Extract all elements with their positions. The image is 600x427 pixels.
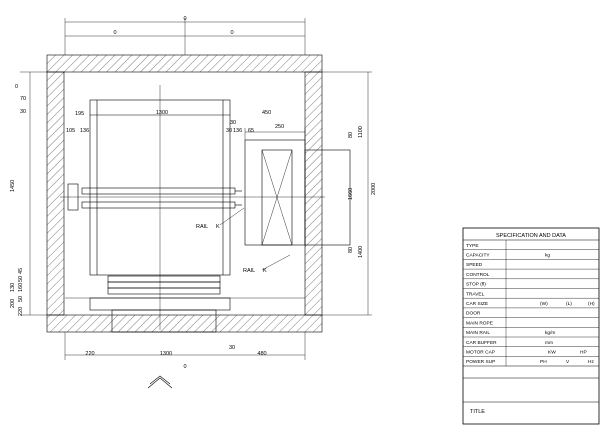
dim-30a: 30 [230,120,236,126]
spec-row-label: TRAVEL [466,291,485,297]
dim-bottom-total: 0 [183,364,186,370]
dim-bottom-1300: 1300 [160,351,172,357]
car-rail-beams [67,183,242,211]
dim-left-top3: 30 [20,109,26,115]
dim-250: 250 [275,124,284,130]
spec-row-label: CAR BUFFER [466,340,497,346]
spec-row-label: CAR SIZE [466,301,488,307]
dim-car-width: 1300 [156,110,168,116]
dim-top-right: 0 [230,30,233,36]
spec-row-unit: kg/m [545,330,555,336]
dim-bottom-30: 30 [229,345,235,351]
spec-row-label: MAIN ROPE [466,320,493,326]
door-sill [65,275,305,333]
spec-row-unit: (H) [588,301,595,307]
rail-label-upper-k: K [216,224,220,230]
spec-row-label: MAIN RAIL [466,330,490,336]
dim-bottom-480: 480 [257,351,266,357]
rail-label-upper: RAIL [196,224,208,230]
dim-30b: 30 [226,128,232,134]
dim-2000: 2000 [371,183,377,195]
dim-left-top2: 70 [20,96,26,102]
car-enclosure [60,85,325,330]
dim-top-left: 0 [113,30,116,36]
dim-bottom-220: 220 [85,351,94,357]
extension-lines [20,18,372,360]
spec-row-label: MOTOR CAP [466,350,495,356]
spec-row-unit: KW [548,350,556,356]
spec-row-label: CONTROL [466,272,490,278]
dim-1400: 1400 [358,246,364,258]
spec-table: SPECIFICATION AND DATA TYPE CAPACITY kgSPE… [462,227,600,425]
rail-leaders [219,207,291,271]
dim-50a: 50 [18,276,24,282]
spec-row-unit: (W) [540,301,548,307]
spec-row-unit: mm [545,341,553,346]
entrance-arrow-icon [147,375,173,389]
dim-160: 160 [18,283,24,292]
rail-label-lower-k: K [263,268,267,274]
spec-row-label: CAPACITY [466,253,490,259]
shaft-walls [46,54,323,333]
dimension-labels: 0 0 0 0 70 30 195 1300 30 450 105 136 30… [10,16,377,370]
dim-45: 45 [18,268,24,274]
spec-title-label: TITLE [470,409,485,415]
spec-row-label: SPEED [466,262,483,268]
spec-table-title: SPECIFICATION AND DATA [496,233,566,239]
rail-label-lower: RAIL [243,268,255,274]
spec-row-unit: kg [545,253,550,259]
dim-left-top1: 0 [15,84,18,90]
spec-row-label: STOP (fl) [466,282,486,288]
spec-row-unit: PH [540,359,547,365]
dim-1660: 1660 [348,188,354,200]
dim-136a: 136 [80,128,89,134]
dim-80b: 80 [348,247,354,253]
spec-row-label: POWER SUP [466,359,495,365]
dim-220v: 220 [18,307,24,316]
dim-200: 200 [10,299,16,308]
counterweight [244,128,351,246]
dim-136b: 136 [233,128,242,134]
dim-105: 105 [66,128,75,134]
dim-80a: 80 [348,132,354,138]
dim-195: 195 [75,111,84,117]
spec-row-unit: (L) [566,301,572,307]
dim-50b: 50 [18,296,24,302]
dim-65: 65 [248,128,254,134]
dim-130: 130 [10,283,16,292]
spec-row-unit: HP [580,350,587,356]
dim-450: 450 [262,110,271,116]
spec-row-label: DOOR [466,311,481,317]
spec-row-unit: V [566,359,570,365]
dim-1100: 1100 [358,126,364,138]
dim-top-total: 0 [183,16,186,22]
spec-row-unit: Hz [588,359,594,365]
dim-1450: 1450 [10,180,16,192]
spec-row-label: TYPE [466,243,479,249]
